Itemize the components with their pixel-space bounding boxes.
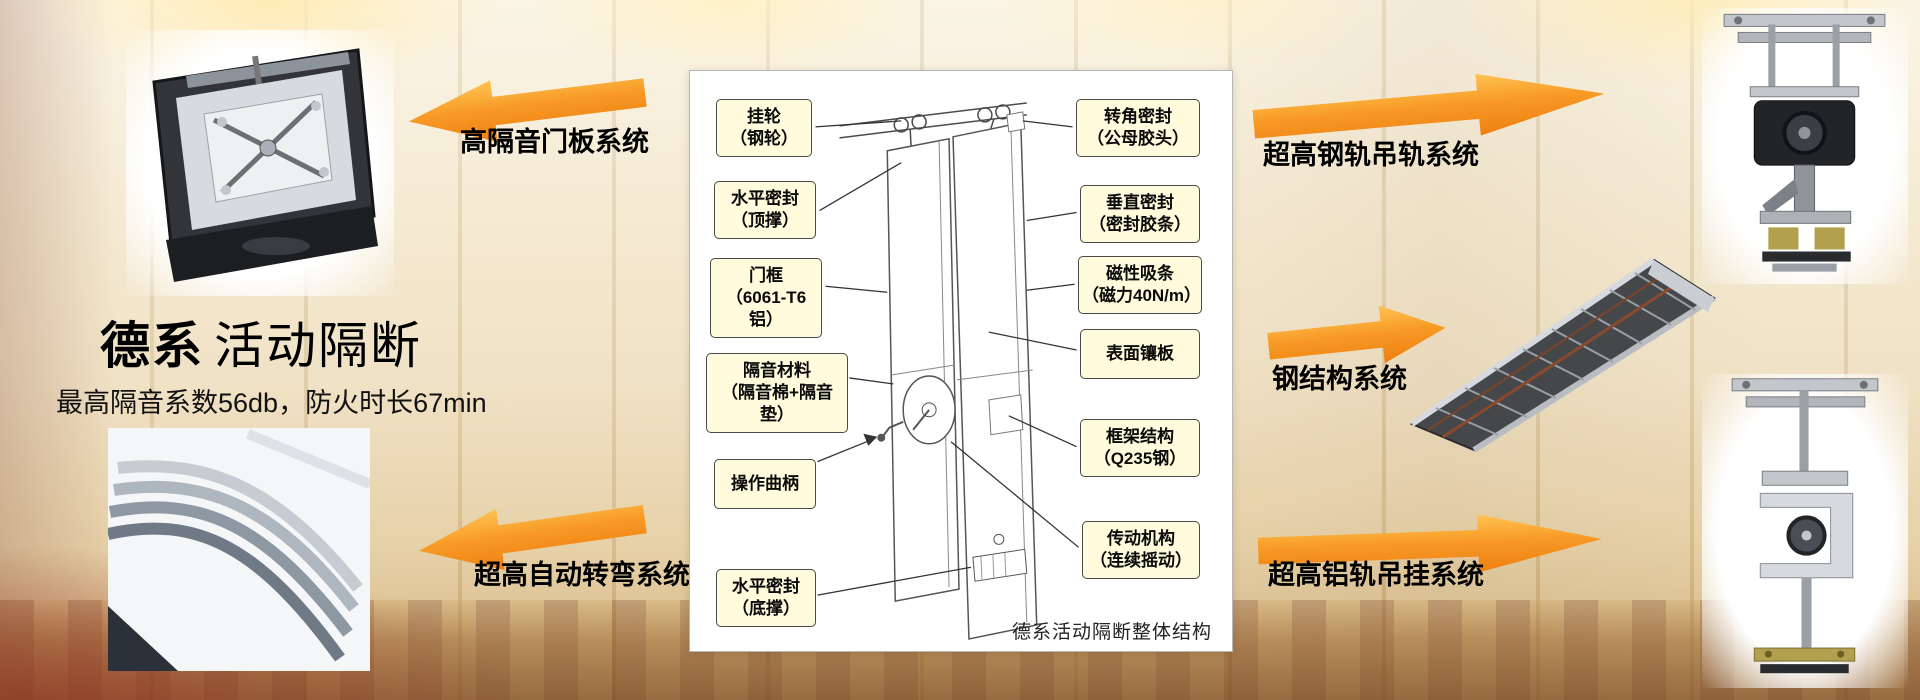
curved-track-photo <box>108 428 370 671</box>
label-alu-rail-system: 超高铝轨吊挂系统 <box>1268 560 1484 590</box>
callout-text: （磁力40N/m） <box>1082 286 1202 306</box>
callout-operating-crank: 操作曲柄 <box>714 459 816 510</box>
callout-drive-mechanism: 传动机构 （连续摇动） <box>1082 521 1200 580</box>
callout-corner-seal: 转角密封 （公母胶头） <box>1076 99 1200 158</box>
callout-horizontal-seal-top: 水平密封 （顶撑） <box>714 181 816 240</box>
callout-text: 磁性吸条 <box>1106 264 1174 283</box>
callout-text: （Q235钢） <box>1093 449 1187 469</box>
steel-rail-trolley-photo <box>1702 8 1908 284</box>
callout-text: 水平密封 <box>731 189 799 208</box>
page-title: 德系活动隔断 <box>100 306 422 378</box>
door-panel-hardware-art <box>152 48 378 282</box>
callout-text: 水平密封 <box>732 577 800 596</box>
callout-magnetic-strip: 磁性吸条 （磁力40N/m） <box>1078 256 1202 315</box>
callout-text: 框架结构 <box>1106 427 1174 446</box>
callout-text: 表面镶板 <box>1106 344 1174 363</box>
callout-door-frame: 门框 （6061-T6铝） <box>710 258 822 339</box>
callout-text: （6061-T6铝） <box>725 288 807 330</box>
product-name: 活动隔断 <box>214 318 422 374</box>
door-panel-hardware-photo <box>126 30 394 296</box>
label-door-panel-system: 高隔音门板系统 <box>460 127 649 157</box>
callout-horizontal-seal-bottom: 水平密封 （底撑） <box>716 569 816 628</box>
callout-text: （密封胶条） <box>1089 215 1191 235</box>
callout-text: （顶撑） <box>731 211 799 231</box>
diagram-caption: 德系活动隔断整体结构 <box>1012 622 1213 643</box>
aluminum-rail-trolley-photo <box>1702 374 1908 688</box>
callout-text: 挂轮 <box>747 107 781 126</box>
steel-structure-frame-photo <box>1408 228 1720 456</box>
callout-surface-panel: 表面镶板 <box>1080 329 1200 380</box>
callout-text: （连续摇动） <box>1090 551 1192 571</box>
callout-text: （公母胶头） <box>1087 129 1189 149</box>
label-auto-turn-system: 超高自动转弯系统 <box>474 560 690 590</box>
partition-structure-art <box>815 102 1079 640</box>
label-steel-rail-system: 超高钢轨吊轨系统 <box>1263 140 1479 170</box>
brand-name: 德系 <box>100 318 204 374</box>
aluminum-rail-trolley-art <box>1731 378 1879 674</box>
callout-text: 传动机构 <box>1107 529 1175 548</box>
callout-text: （隔音棉+隔音垫） <box>721 383 833 425</box>
callout-text: （钢轮） <box>730 129 798 149</box>
curved-track-art <box>108 428 370 671</box>
label-steel-structure-system: 钢结构系统 <box>1272 364 1407 394</box>
structure-diagram-panel: 挂轮 （钢轮） 水平密封 （顶撑） 门框 （6061-T6铝） 隔音材料 （隔音… <box>689 70 1233 652</box>
product-subtitle: 最高隔音系数56db，防火时长67min <box>56 388 487 418</box>
callout-text: （底撑） <box>732 599 800 619</box>
callout-text: 转角密封 <box>1104 107 1172 126</box>
callout-vertical-seal: 垂直密封 （密封胶条） <box>1080 185 1200 244</box>
callout-sound-insulation: 隔音材料 （隔音棉+隔音垫） <box>706 353 848 434</box>
steel-rail-trolley-art <box>1723 13 1886 272</box>
callout-frame-structure: 框架结构 （Q235钢） <box>1080 419 1200 478</box>
callout-text: 垂直密封 <box>1106 193 1174 212</box>
callout-text: 操作曲柄 <box>731 474 799 493</box>
steel-structure-frame-art <box>1409 257 1716 453</box>
callout-text: 隔音材料 <box>743 361 811 380</box>
callout-text: 门框 <box>749 266 783 285</box>
callout-hanging-wheel: 挂轮 （钢轮） <box>716 99 812 158</box>
